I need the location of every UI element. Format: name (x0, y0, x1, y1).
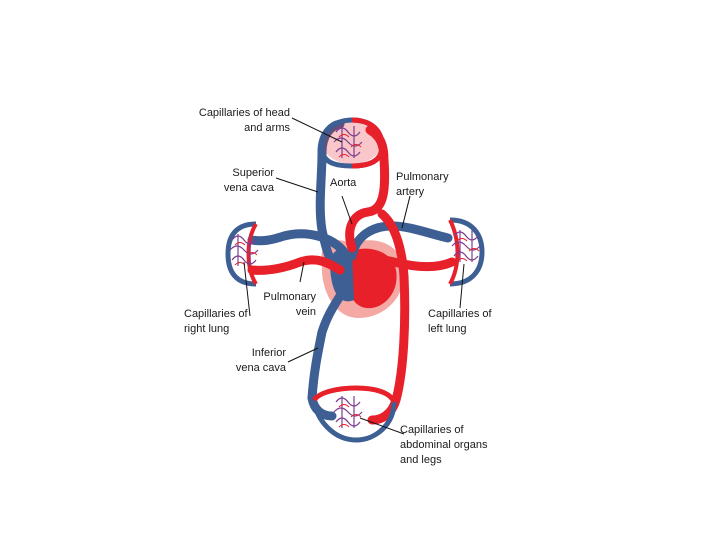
label-capillaries-head-arms: Capillaries of head and arms (198, 107, 290, 134)
label-aorta: Aorta (330, 177, 357, 189)
leader-inferior-vena-cava (287, 347, 319, 363)
label-capillaries-left-lung: Capillaries of left lung (428, 308, 492, 335)
capillaries-right-lung (225, 221, 259, 287)
label-pulmonary-artery: Pulmonary artery (396, 171, 449, 198)
capillaries-abdomen-legs (311, 385, 397, 443)
label-inferior-vena-cava: Inferior vena cava (235, 347, 286, 374)
leader-aorta (341, 195, 353, 225)
leader-left-lung (459, 263, 465, 309)
leader-head-arms (291, 117, 343, 143)
label-superior-vena-cava: Superior vena cava (223, 167, 274, 194)
label-capillaries-abdomen-legs: Capillaries of abdominal organs and legs (400, 424, 488, 466)
capillaries-left-lung (448, 217, 485, 287)
leader-pulmonary-vein (299, 261, 305, 283)
leader-right-lung (243, 261, 251, 317)
label-capillaries-right-lung: Capillaries of right lung (184, 308, 248, 335)
leader-lines (243, 117, 465, 435)
label-pulmonary-vein: Pulmonary vein (263, 291, 316, 318)
leader-pulmonary-artery (401, 195, 411, 229)
leader-superior-vena-cava (275, 177, 319, 193)
capillaries-head-arms (319, 117, 385, 169)
leader-abdomen-legs (359, 417, 405, 435)
